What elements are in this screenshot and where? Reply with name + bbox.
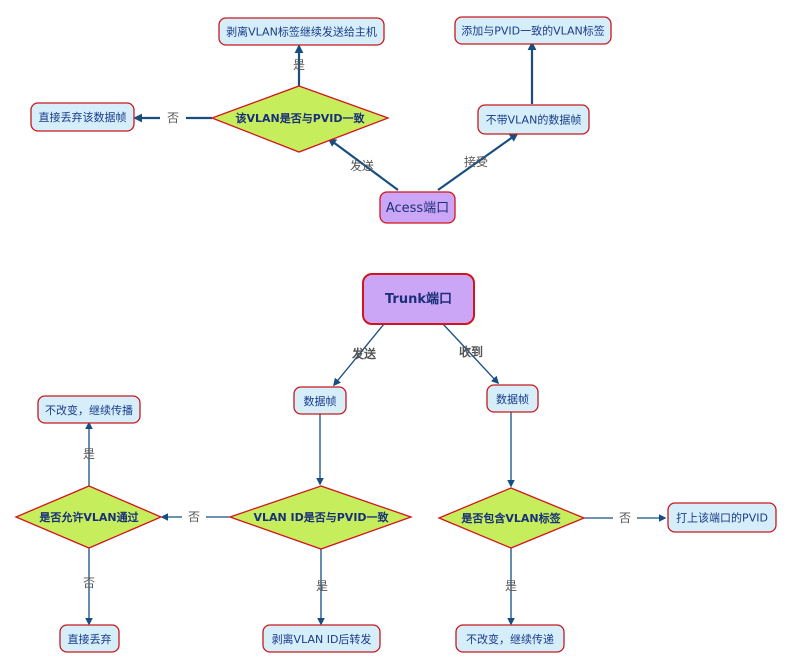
trunk-vid-yes-result-box	[262, 624, 381, 653]
access-send-label: 发送	[350, 158, 374, 173]
trunk-vid-no-label: 否	[188, 510, 200, 524]
access-section: Acess端口 发送 接受 该VLAN是否与PVID一致 是 否 剥离VLAN标…	[30, 16, 612, 224]
trunk-allow-no-result-label: 直接丢弃	[68, 632, 112, 646]
trunk-send-frame-label: 数据帧	[304, 394, 337, 408]
edge-access-to-decision	[327, 137, 399, 191]
access-decision-diamond	[210, 85, 390, 153]
trunk-port-box	[362, 273, 475, 325]
trunk-port-label: Trunk端口	[385, 291, 452, 307]
trunk-vid-decision-diamond	[228, 485, 413, 550]
access-untagged-box	[477, 104, 590, 135]
trunk-tag-no-result-box	[667, 502, 777, 533]
trunk-vid-decision-label: VLAN ID是否与PVID一致	[253, 510, 389, 524]
access-untagged-label: 不带VLAN的数据帧	[486, 113, 582, 127]
trunk-tag-decision-label: 是否包含VLAN标签	[460, 511, 561, 525]
edge-trunk-to-recv-frame	[442, 323, 500, 385]
trunk-tag-no-label: 否	[619, 511, 631, 525]
trunk-allow-no-result-box	[59, 624, 120, 653]
access-yes-result-box	[218, 17, 385, 46]
access-no-result-box	[30, 102, 135, 132]
access-no-label: 否	[167, 111, 179, 125]
trunk-allow-yes-result-label: 不改变，继续传播	[45, 403, 133, 417]
trunk-vid-yes-label: 是	[316, 579, 328, 593]
access-recv-label: 接受	[464, 154, 488, 169]
trunk-allow-yes-result-box	[37, 395, 141, 424]
trunk-allow-decision-label: 是否允许VLAN通过	[38, 510, 138, 524]
access-no-result-label: 直接丢弃该数据帧	[39, 110, 127, 124]
trunk-recv-label: 收到	[459, 344, 483, 359]
access-yes-result-label: 剥离VLAN标签继续发送给主机	[226, 25, 377, 39]
edge-trunk-to-send-frame	[333, 323, 385, 387]
trunk-tag-decision-diamond	[437, 487, 586, 549]
access-decision-label: 该VLAN是否与PVID一致	[235, 111, 365, 125]
trunk-tag-yes-result-box	[455, 624, 565, 653]
trunk-section: Trunk端口 发送 收到 数据帧 数据帧 VLAN ID是否与PVID一致 是…	[14, 273, 777, 653]
access-addtag-box	[454, 16, 612, 45]
trunk-recv-frame-box	[486, 384, 539, 413]
trunk-tag-yes-label: 是	[505, 579, 517, 593]
trunk-allow-decision-diamond	[14, 485, 163, 549]
trunk-tag-yes-result-label: 不改变，继续传递	[466, 632, 554, 646]
access-port-label: Acess端口	[386, 201, 449, 216]
access-addtag-label: 添加与PVID一致的VLAN标签	[461, 24, 605, 38]
access-yes-label: 是	[293, 58, 305, 72]
trunk-allow-no-label: 否	[83, 576, 95, 590]
access-port-box	[379, 191, 456, 224]
trunk-send-label: 发送	[351, 346, 377, 361]
trunk-send-frame-box	[293, 386, 347, 415]
trunk-vid-yes-result-label: 剥离VLAN ID后转发	[272, 632, 372, 646]
edge-access-to-untagged	[437, 132, 519, 191]
trunk-recv-frame-label: 数据帧	[496, 392, 529, 406]
trunk-tag-no-result-label: 打上该端口的PVID	[676, 511, 768, 525]
trunk-allow-yes-label: 是	[83, 447, 95, 461]
